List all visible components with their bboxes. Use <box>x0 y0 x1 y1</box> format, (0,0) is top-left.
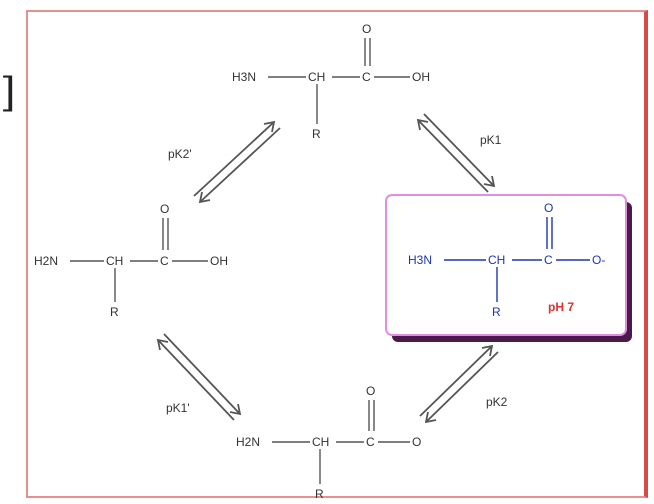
top-alpha: CH <box>308 70 325 84</box>
structure-top: H3N CH C O OH R <box>232 22 430 141</box>
right-carbonyl-o: O <box>544 201 553 215</box>
bottom-amine: H2N <box>236 435 260 449</box>
left-carbonyl-c: C <box>160 254 169 268</box>
left-terminal: OH <box>210 254 228 268</box>
structure-bottom: H2N CH C O O R <box>236 384 421 501</box>
structure-left: H2N CH C O OH R <box>34 202 228 319</box>
pk-label-bottom-right: pK2 <box>486 395 508 409</box>
right-carbonyl-c: C <box>544 253 553 267</box>
top-amine: H3N <box>232 70 256 84</box>
right-side-chain: R <box>492 305 501 319</box>
bottom-side-chain: R <box>315 487 324 501</box>
left-amine: H2N <box>34 254 58 268</box>
top-carbonyl-c: C <box>362 70 371 84</box>
top-side-chain: R <box>312 127 321 141</box>
bottom-carbonyl-o: O <box>366 384 375 398</box>
equilibrium-arrow-bottom-right <box>419 344 499 424</box>
diagram-frame <box>26 10 648 498</box>
pk-label-top-left: pK2' <box>168 147 192 161</box>
top-carbonyl-o: O <box>362 22 371 36</box>
left-alpha: CH <box>106 254 123 268</box>
equilibrium-arrow-top-left <box>193 120 281 204</box>
right-amine: H3N <box>408 253 432 267</box>
highlight-box <box>385 194 627 336</box>
left-carbonyl-o: O <box>160 202 169 216</box>
pk-label-top-right: pK1 <box>480 133 502 147</box>
left-side-chain: R <box>110 305 119 319</box>
bottom-carbonyl-c: C <box>366 435 375 449</box>
bracket-fragment: ] <box>0 70 16 116</box>
ph-label: pH 7 <box>548 300 574 314</box>
bottom-terminal: O <box>412 435 421 449</box>
equilibrium-arrow-bottom-left <box>156 333 242 421</box>
top-terminal: OH <box>412 70 430 84</box>
right-terminal: O- <box>592 253 605 267</box>
right-alpha: CH <box>488 253 505 267</box>
structure-right: H3N CH C O O- R pH 7 <box>408 201 605 319</box>
pk-label-bottom-left: pK1' <box>166 401 190 415</box>
equilibrium-arrow-top-right <box>416 113 496 193</box>
bottom-alpha: CH <box>312 435 329 449</box>
